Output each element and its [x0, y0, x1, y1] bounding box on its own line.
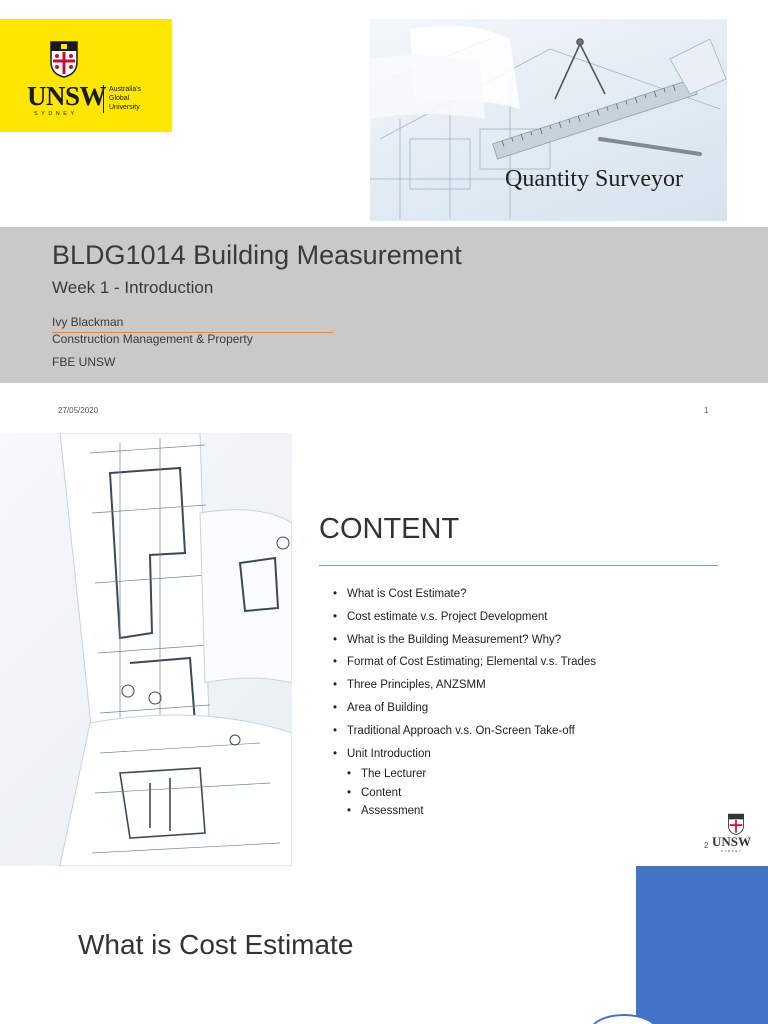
- tagline-line: Global: [109, 95, 130, 102]
- author-name: Ivy Blackman: [52, 315, 124, 329]
- title-band: [0, 227, 768, 383]
- logo-tagline: Australia's Global University: [109, 85, 141, 112]
- list-item: Cost estimate v.s. Project Development: [333, 606, 596, 629]
- sub-list-item: The Lecturer: [333, 765, 596, 784]
- sub-list-item: Content: [333, 784, 596, 803]
- page-number: 2: [704, 841, 709, 850]
- rolled-plans-drawing: [59, 433, 293, 866]
- hero-caption: Quantity Surveyor: [505, 166, 683, 192]
- list-item: Unit Introduction: [333, 743, 596, 766]
- logo-divider: [103, 85, 104, 113]
- list-item: Traditional Approach v.s. On-Screen Take…: [333, 720, 596, 743]
- unsw-logo: UNSW SYDNEY Australia's Global Universit…: [0, 19, 172, 132]
- unsw-wordmark: UNSW: [27, 81, 107, 111]
- blueprint-rolls-image: [0, 433, 293, 866]
- title-slide: UNSW SYDNEY Australia's Global Universit…: [0, 0, 768, 430]
- slide-subtitle: Week 1 - Introduction: [52, 278, 214, 297]
- unsw-city: SYDNEY: [721, 849, 743, 853]
- unsw-crest-icon: [728, 813, 744, 835]
- unsw-crest-icon: [50, 41, 78, 78]
- slide-title: BLDG1014 Building Measurement: [52, 240, 462, 270]
- list-item: Format of Cost Estimating; Elemental v.s…: [333, 651, 596, 674]
- school-name: FBE UNSW: [52, 355, 116, 369]
- section-title: What is Cost Estimate: [78, 929, 354, 960]
- unsw-city: SYDNEY: [34, 111, 78, 117]
- unsw-wordmark: UNSW: [712, 834, 752, 849]
- blueprint-drawing: [370, 25, 727, 219]
- content-heading: CONTENT: [319, 513, 460, 545]
- list-item: What is Cost Estimate?: [333, 583, 596, 606]
- list-item: Three Principles, ANZSMM: [333, 674, 596, 697]
- list-item: Area of Building: [333, 697, 596, 720]
- content-slide: CONTENT What is Cost Estimate? Cost esti…: [0, 433, 768, 866]
- department: Construction Management & Property: [52, 332, 253, 346]
- list-item: What is the Building Measurement? Why?: [333, 629, 596, 652]
- accent-panel: [636, 866, 768, 1024]
- tagline-line: Australia's: [109, 86, 142, 93]
- content-bullet-list: What is Cost Estimate? Cost estimate v.s…: [333, 583, 596, 821]
- slide-date: 27/05/2020: [58, 406, 99, 415]
- page-number: 1: [704, 406, 709, 415]
- tagline-line: University: [109, 104, 140, 111]
- sub-list-item: Assessment: [333, 802, 596, 821]
- heading-rule: [319, 565, 718, 566]
- blueprint-hero-image: [370, 19, 727, 221]
- section-slide: What is Cost Estimate: [0, 866, 768, 1024]
- author-underline: [52, 332, 333, 333]
